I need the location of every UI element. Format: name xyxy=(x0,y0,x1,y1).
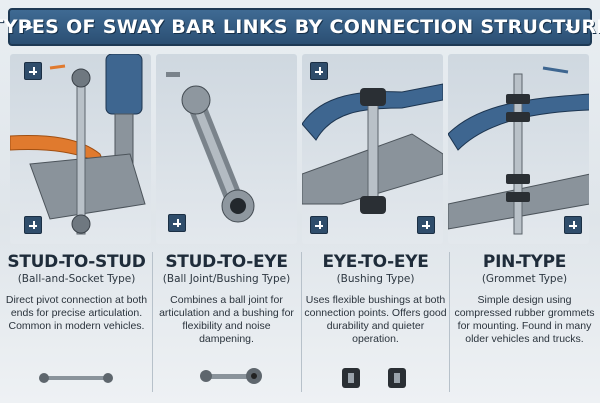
stud-link-thumbnail-icon xyxy=(39,373,113,383)
type-title: STUD-TO-EYE xyxy=(165,252,288,272)
illustration-eye-to-eye xyxy=(302,54,443,244)
sway-bar-link-illustration xyxy=(448,66,589,235)
direction-badge-icon xyxy=(168,214,186,232)
sway-bar-link-illustration xyxy=(302,83,443,214)
illustration-pin-type xyxy=(448,54,589,244)
type-subtitle: (Bushing Type) xyxy=(336,273,415,285)
type-column-stud-to-stud: STUD-TO-STUD (Ball-and-Socket Type) Dire… xyxy=(4,252,149,333)
direction-badge-icon xyxy=(310,62,328,80)
arrow-left-icon: ➤ xyxy=(564,20,575,34)
direction-badge-icon xyxy=(310,216,328,234)
illustration-stud-to-stud xyxy=(10,54,151,244)
direction-badge-icon xyxy=(24,62,42,80)
direction-badge-icon xyxy=(24,216,42,234)
page-title: TYPES OF SWAY BAR LINKS BY CONNECTION ST… xyxy=(0,16,600,38)
type-column-eye-to-eye: EYE-TO-EYE (Bushing Type) Uses flexible … xyxy=(303,252,448,346)
type-title: EYE-TO-EYE xyxy=(322,252,429,272)
sway-bar-link-illustration xyxy=(10,54,146,235)
type-column-pin-type: PIN-TYPE (Grommet Type) Simple design us… xyxy=(452,252,597,346)
bushing-thumbnail-icon xyxy=(342,368,406,388)
direction-badge-icon xyxy=(417,216,435,234)
eye-link-thumbnail-icon xyxy=(200,368,262,384)
type-description: Combines a ball joint for articulation a… xyxy=(159,294,294,345)
type-subtitle: (Ball Joint/Bushing Type) xyxy=(162,273,291,285)
illustration-row xyxy=(10,54,590,244)
type-column-stud-to-eye: STUD-TO-EYE (Ball Joint/Bushing Type) Co… xyxy=(154,252,299,346)
type-subtitle: (Ball-and-Socket Type) xyxy=(17,273,136,285)
type-description: Uses flexible bushings at both connectio… xyxy=(304,294,447,345)
illustration-stud-to-eye xyxy=(156,54,297,244)
type-title: STUD-TO-STUD xyxy=(7,252,146,272)
sway-bar-link-illustration xyxy=(166,72,255,223)
type-description: Direct pivot connection at both ends for… xyxy=(5,294,148,332)
type-subtitle: (Grommet Type) xyxy=(481,273,568,285)
title-banner: ➤ TYPES OF SWAY BAR LINKS BY CONNECTION … xyxy=(0,8,600,46)
column-divider xyxy=(449,252,450,392)
column-divider xyxy=(152,252,153,392)
direction-badge-icon xyxy=(564,216,582,234)
type-title: PIN-TYPE xyxy=(482,252,567,272)
column-divider xyxy=(301,252,302,392)
arrow-right-icon: ➤ xyxy=(24,20,35,34)
type-description: Simple design using compressed rubber gr… xyxy=(454,294,595,345)
